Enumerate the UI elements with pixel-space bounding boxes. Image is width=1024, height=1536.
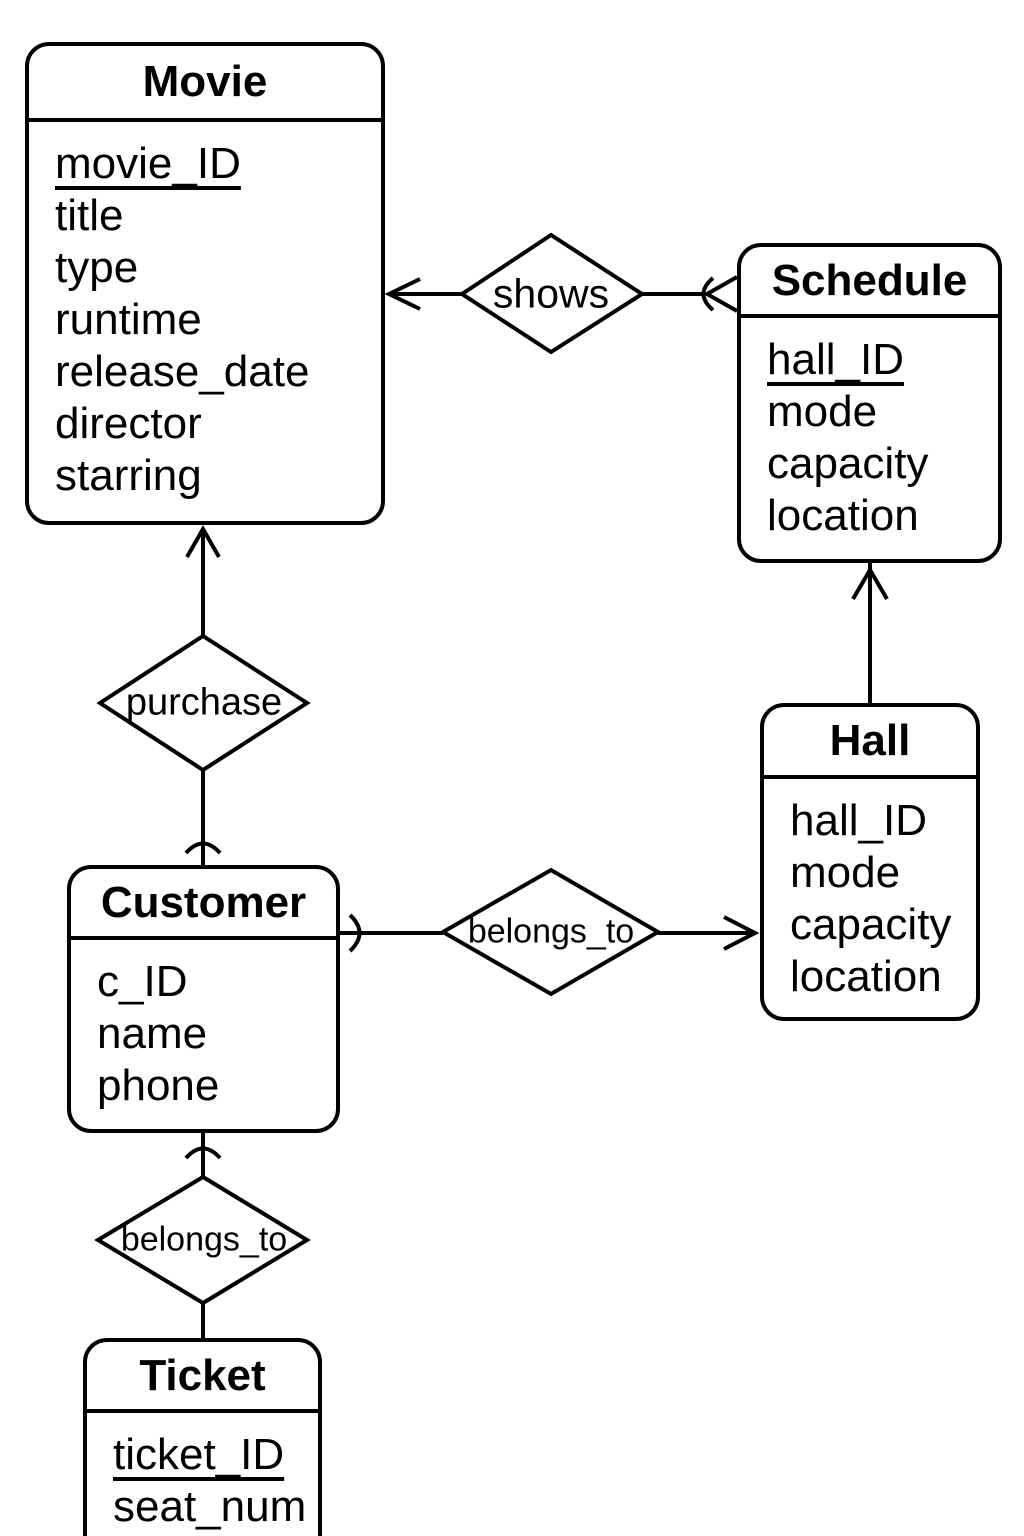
entity-hall-title: Hall [764, 707, 976, 779]
entity-movie: Movie movie_ID title type runtime releas… [25, 42, 385, 525]
relationship-belongs-to-ticket-label: belongs_to [120, 1220, 288, 1259]
entity-movie-title: Movie [29, 46, 381, 122]
attribute-hall-hall-id: hall_ID [790, 796, 927, 845]
attribute-hall-capacity: capacity [790, 900, 952, 949]
crowfoot-into-schedule-icon [702, 275, 738, 313]
entity-hall-attributes: hall_ID mode capacity location [764, 779, 976, 1003]
attribute-schedule-location: location [767, 491, 919, 540]
attribute-schedule-hall-id: hall_ID [767, 335, 904, 384]
attribute-ticket-seat-num: seat_num [113, 1482, 307, 1531]
attribute-ticket-ticket-id: ticket_ID [113, 1430, 285, 1479]
attribute-hall-mode: mode [790, 848, 901, 897]
attribute-customer-name: name [97, 1009, 208, 1058]
entity-ticket-attributes: ticket_ID seat_num [87, 1413, 318, 1533]
entity-schedule-attributes: hall_ID mode capacity location [741, 318, 998, 542]
entity-customer: Customer c_ID name phone [67, 865, 340, 1133]
arrowhead-into-hall-icon [723, 915, 760, 951]
attribute-movie-director: director [55, 399, 202, 448]
arrowhead-into-movie-from-purchase-icon [185, 524, 221, 558]
attribute-customer-phone: phone [97, 1061, 220, 1110]
attribute-customer-c-id: c_ID [97, 957, 188, 1006]
relationship-shows-label: shows [492, 270, 610, 317]
entity-schedule-title: Schedule [741, 247, 998, 318]
arrowhead-into-movie-icon [384, 277, 421, 311]
arc-mark-customer-right-icon [348, 913, 362, 953]
arc-mark-customer-top-icon [184, 841, 222, 855]
attribute-movie-title: title [55, 191, 124, 240]
entity-movie-attributes: movie_ID title type runtime release_date… [29, 122, 381, 502]
entity-ticket-title: Ticket [87, 1342, 318, 1413]
arc-mark-schedule-end-icon [701, 276, 715, 312]
attribute-movie-starring: starring [55, 451, 202, 500]
relationship-purchase-label: purchase [125, 681, 283, 724]
attribute-schedule-mode: mode [767, 387, 878, 436]
attribute-hall-location: location [790, 952, 942, 1001]
entity-customer-attributes: c_ID name phone [71, 940, 336, 1112]
relationship-belongs-to-hall-label: belongs_to [467, 912, 635, 951]
entity-hall: Hall hall_ID mode capacity location [760, 703, 980, 1021]
attribute-schedule-capacity: capacity [767, 439, 929, 488]
entity-customer-title: Customer [71, 869, 336, 940]
attribute-movie-release-date: release_date [55, 347, 310, 396]
arrowhead-into-schedule-icon [851, 566, 889, 601]
attribute-movie-type: type [55, 243, 139, 292]
arc-mark-customer-bottom-icon [184, 1146, 222, 1160]
attribute-movie-movie-id: movie_ID [55, 139, 241, 188]
entity-ticket: Ticket ticket_ID seat_num [83, 1338, 322, 1536]
entity-schedule: Schedule hall_ID mode capacity location [737, 243, 1002, 563]
attribute-movie-runtime: runtime [55, 295, 202, 344]
